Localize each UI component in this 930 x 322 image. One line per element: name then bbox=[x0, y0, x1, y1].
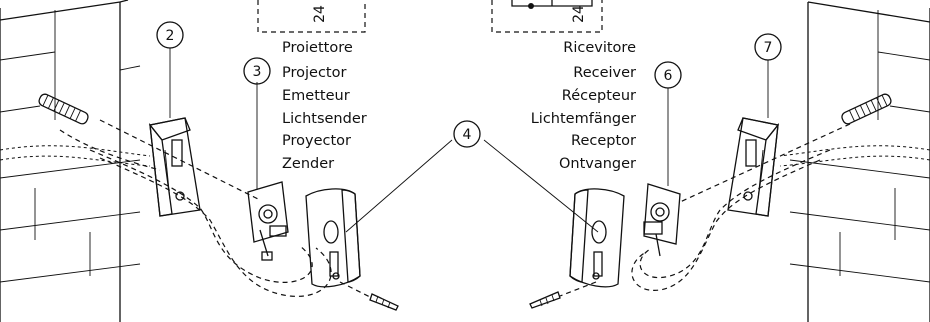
receiver-cover bbox=[569, 188, 625, 288]
junction-dot bbox=[528, 3, 534, 9]
callout-7: 7 bbox=[754, 33, 782, 61]
right-mounting-bracket bbox=[727, 117, 780, 217]
callout-4-number: 4 bbox=[463, 127, 472, 143]
right-screw-icon bbox=[529, 281, 597, 309]
top-right-24-label: 24 bbox=[571, 5, 587, 23]
callout-6: 6 bbox=[654, 61, 682, 89]
receiver-label-list: Ricevitore Receiver Récepteur Lichtemfän… bbox=[531, 40, 636, 172]
receiver-label-fr: Récepteur bbox=[562, 88, 636, 104]
left-wall-plug-icon bbox=[38, 93, 89, 125]
projector-label-de: Lichtsender bbox=[282, 111, 367, 127]
right-wall-plug-icon bbox=[841, 93, 892, 125]
projector-label-nl: Zender bbox=[282, 156, 334, 172]
projector-circuit-board bbox=[247, 181, 289, 261]
receiver-label-es: Receptor bbox=[571, 133, 636, 149]
projector-label-es: Proyector bbox=[282, 133, 351, 149]
callout-3-number: 3 bbox=[253, 64, 262, 80]
top-left-dashed-box: 24 bbox=[257, 0, 366, 33]
right-brick-wall bbox=[789, 1, 930, 322]
left-screw-icon bbox=[339, 281, 399, 311]
receiver-label-en: Receiver bbox=[573, 65, 636, 81]
projector-cover bbox=[305, 188, 361, 288]
projector-label-it: Proiettore bbox=[282, 40, 353, 56]
projector-label-list: Proiettore Projector Emetteur Lichtsende… bbox=[282, 40, 367, 172]
top-left-24-label: 24 bbox=[312, 5, 328, 23]
left-mounting-bracket bbox=[148, 117, 201, 217]
right-cable-conduit bbox=[631, 123, 930, 291]
receiver-label-it: Ricevitore bbox=[563, 40, 636, 56]
receiver-circuit-board bbox=[643, 183, 681, 257]
leader-4-right bbox=[483, 139, 599, 233]
callout-2-number: 2 bbox=[166, 28, 175, 44]
callout-7-number: 7 bbox=[764, 40, 773, 56]
projector-label-en: Projector bbox=[282, 65, 346, 81]
receiver-label-de: Lichtemfänger bbox=[531, 111, 636, 127]
projector-label-fr: Emetteur bbox=[282, 88, 350, 104]
leader-4-left bbox=[345, 139, 453, 233]
callout-3: 3 bbox=[243, 57, 271, 85]
left-brick-wall bbox=[0, 0, 141, 322]
callout-4: 4 bbox=[453, 120, 481, 148]
callout-2: 2 bbox=[156, 21, 184, 49]
callout-6-number: 6 bbox=[664, 68, 673, 84]
top-right-dashed-box: 24 bbox=[491, 0, 603, 33]
receiver-label-nl: Ontvanger bbox=[559, 156, 636, 172]
